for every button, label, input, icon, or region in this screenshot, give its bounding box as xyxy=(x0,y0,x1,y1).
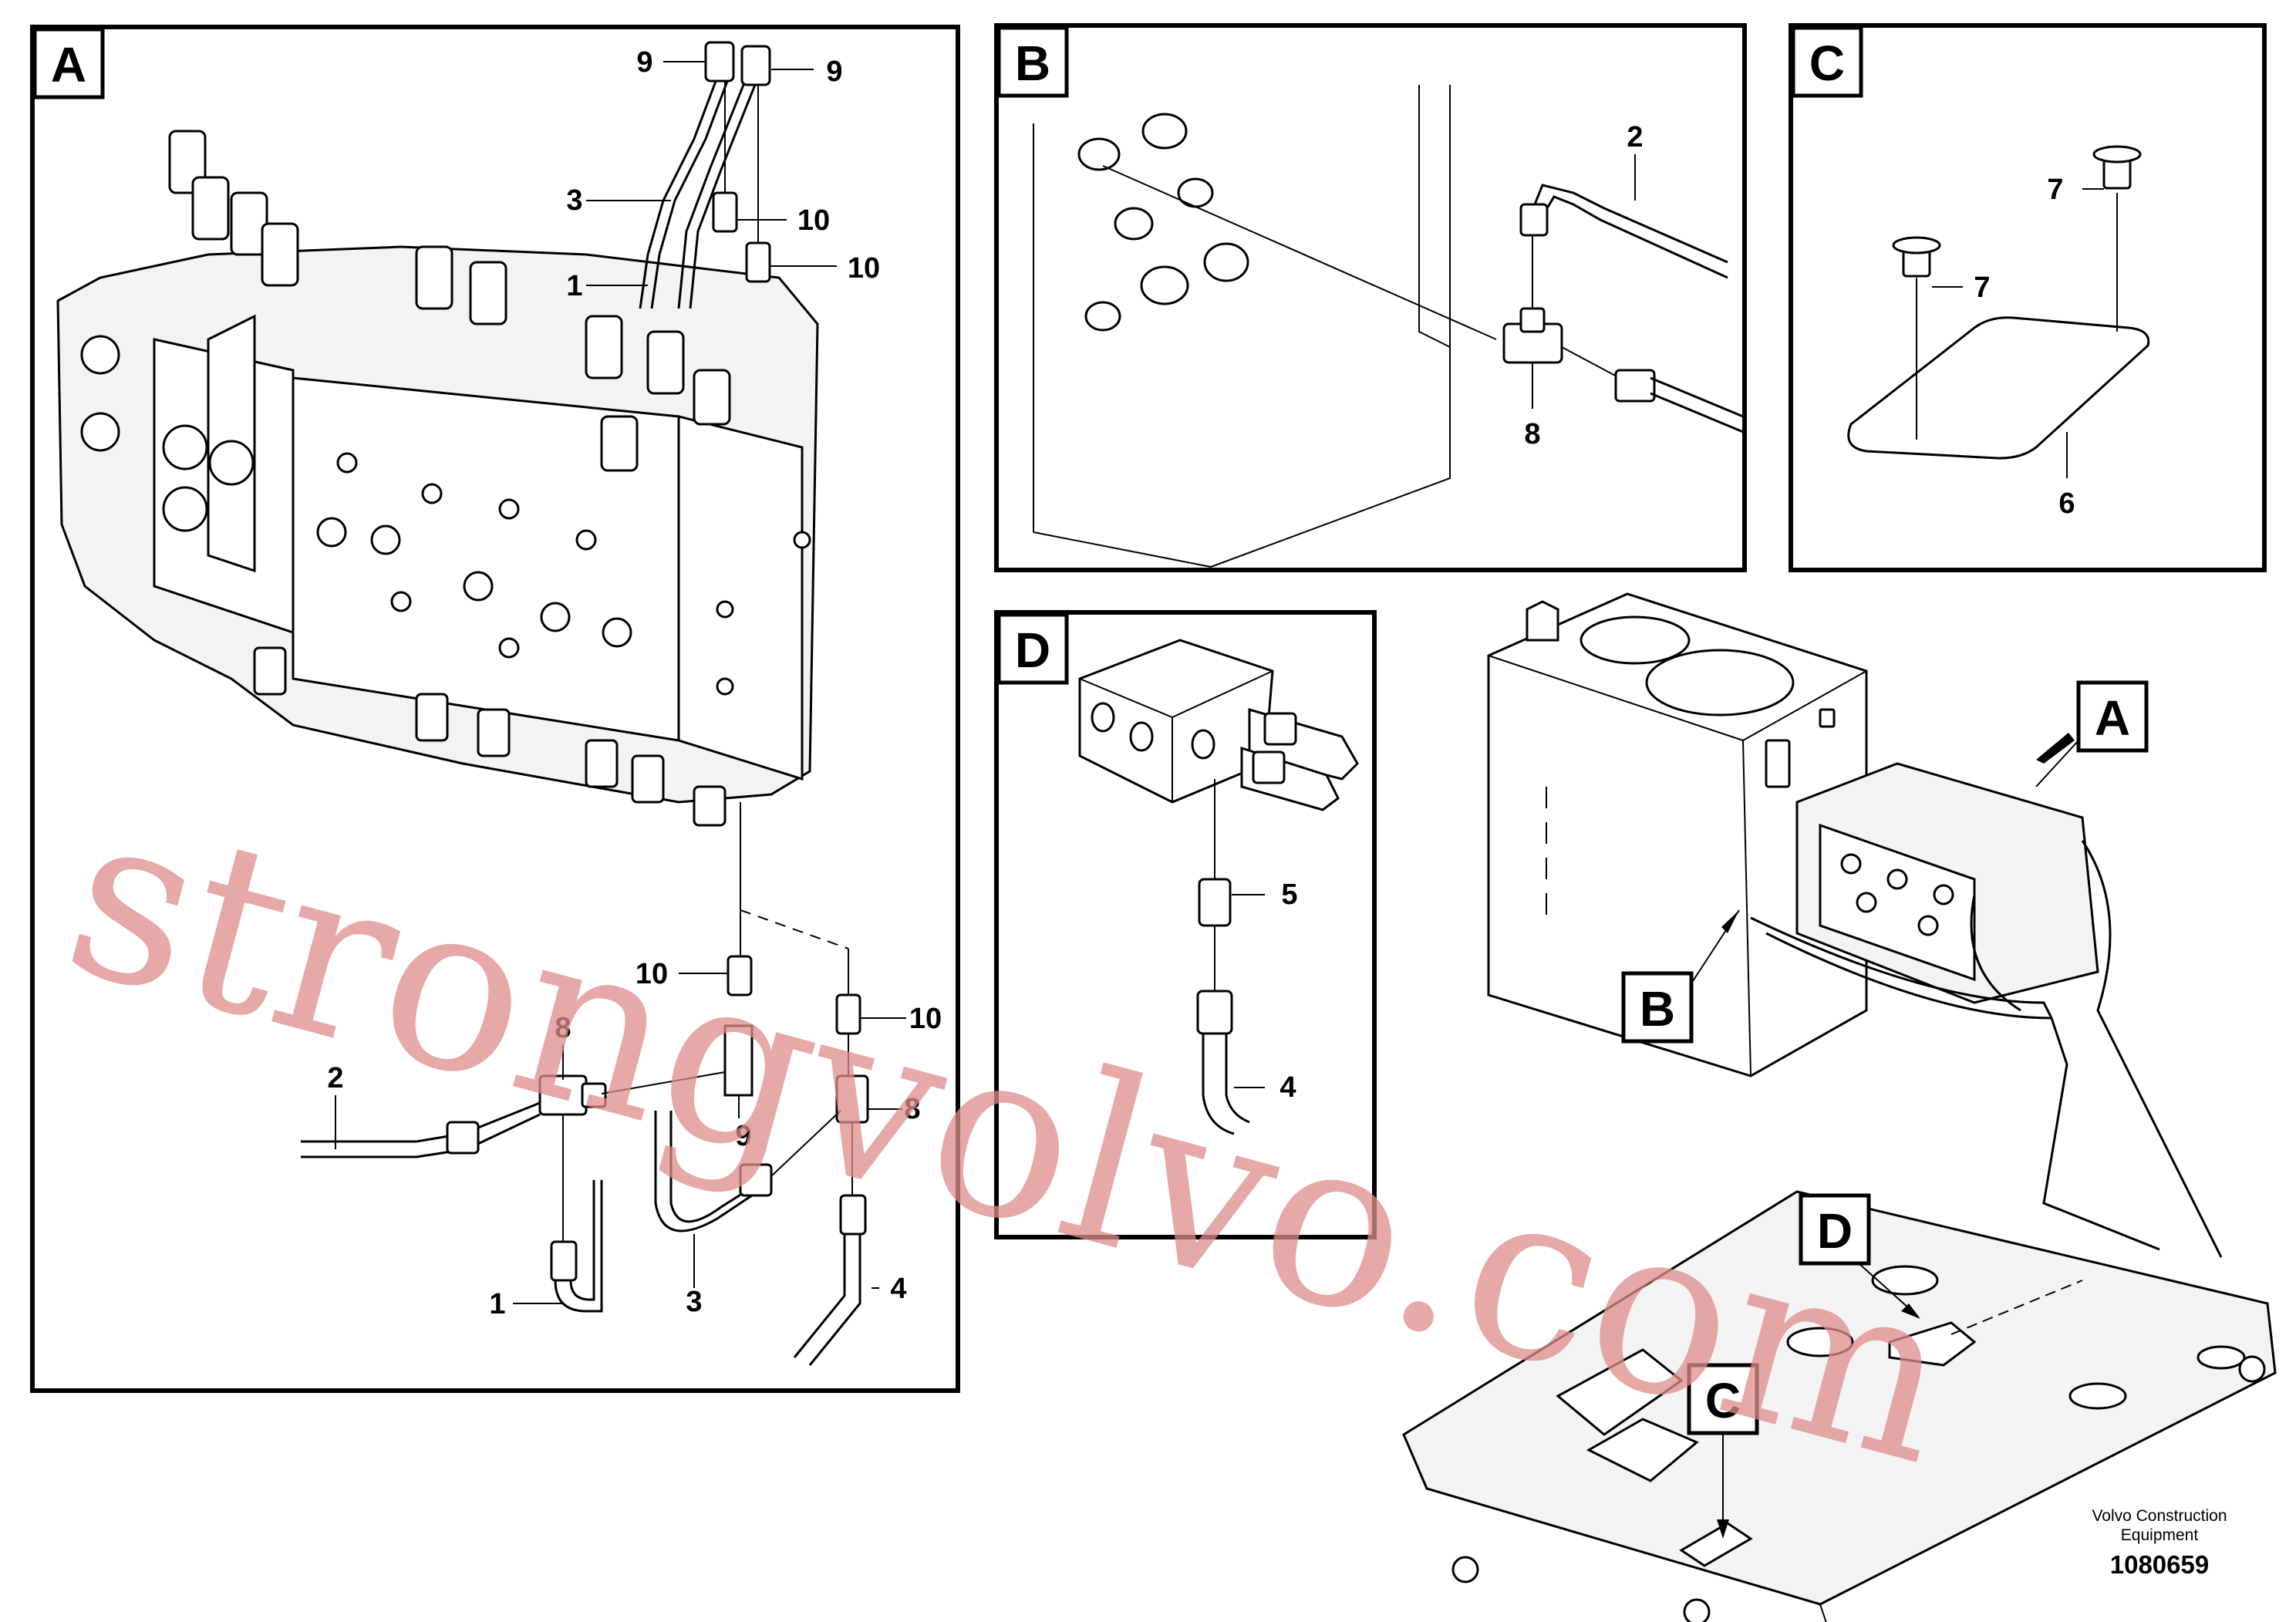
callout-label: 10 xyxy=(848,252,880,285)
callout-label: 4 xyxy=(1279,1071,1296,1104)
machine-overview xyxy=(1402,592,2277,1622)
overview-label: B xyxy=(1640,981,1675,1037)
cover-plate-drawing xyxy=(1847,145,2150,478)
panel-d-letter: D xyxy=(1015,622,1050,678)
panel-b-letter-box xyxy=(996,25,1069,98)
callout-label: 8 xyxy=(904,1093,920,1125)
callout-label: 8 xyxy=(1524,418,1540,450)
credit-line-2: Equipment xyxy=(2121,1526,2199,1544)
hose-assembly-panel-a xyxy=(301,41,869,1366)
callout-label: 9 xyxy=(826,56,842,88)
callout-label: 10 xyxy=(636,958,668,990)
valve-block-drawing xyxy=(1078,639,1359,1135)
callout-label: 1 xyxy=(489,1288,505,1320)
overview-label: C xyxy=(1705,1373,1741,1428)
callout-label: 2 xyxy=(1627,121,1643,153)
callout-label: 1 xyxy=(566,270,582,302)
callout-label: 7 xyxy=(1974,271,1990,304)
document-number: 1080659 xyxy=(2110,1550,2209,1579)
panel-b-frame xyxy=(994,23,1747,572)
callout-label: 5 xyxy=(1281,878,1297,911)
callout-label: 3 xyxy=(686,1286,702,1318)
callout-label: 10 xyxy=(909,1003,942,1035)
overview-label-box xyxy=(2076,680,2149,753)
callout-label: 9 xyxy=(735,1120,751,1152)
overview-label-box xyxy=(1621,971,1694,1044)
panel-c-letter-box xyxy=(1791,25,1863,98)
callout-label: 10 xyxy=(797,204,830,237)
panel-b: B 2 8 xyxy=(994,23,1747,572)
tank-wall-drawing xyxy=(1033,85,1744,568)
overview-label: D xyxy=(1817,1203,1853,1259)
panel-b-letter: B xyxy=(1015,35,1050,91)
callout-label: 8 xyxy=(555,1012,571,1044)
credit-line-1: Volvo Construction xyxy=(2092,1507,2227,1525)
callout-label: 6 xyxy=(2058,487,2075,520)
callout-label: 7 xyxy=(2047,174,2063,206)
control-valve-drawing xyxy=(56,130,819,827)
overview-callouts: A B C D xyxy=(1621,680,2149,1539)
panel-c-frame xyxy=(1789,23,2267,572)
panel-a-leaders xyxy=(335,61,906,1304)
overview-label: A xyxy=(2095,690,2130,746)
panel-a-letter: A xyxy=(51,37,86,93)
callout-label: 9 xyxy=(636,46,652,79)
panel-c-letter: C xyxy=(1809,35,1845,91)
callout-label: 2 xyxy=(327,1062,343,1094)
panel-a-letter-box xyxy=(32,27,105,99)
panel-d: D 5 4 xyxy=(994,610,1377,1239)
callout-label: 3 xyxy=(566,184,582,217)
callout-label: 4 xyxy=(890,1273,906,1305)
panel-a: A xyxy=(30,25,960,1393)
panel-c: C 7 7 6 xyxy=(1789,23,2267,572)
overview-label-box xyxy=(1799,1193,1871,1266)
panel-d-letter-box xyxy=(996,612,1069,685)
